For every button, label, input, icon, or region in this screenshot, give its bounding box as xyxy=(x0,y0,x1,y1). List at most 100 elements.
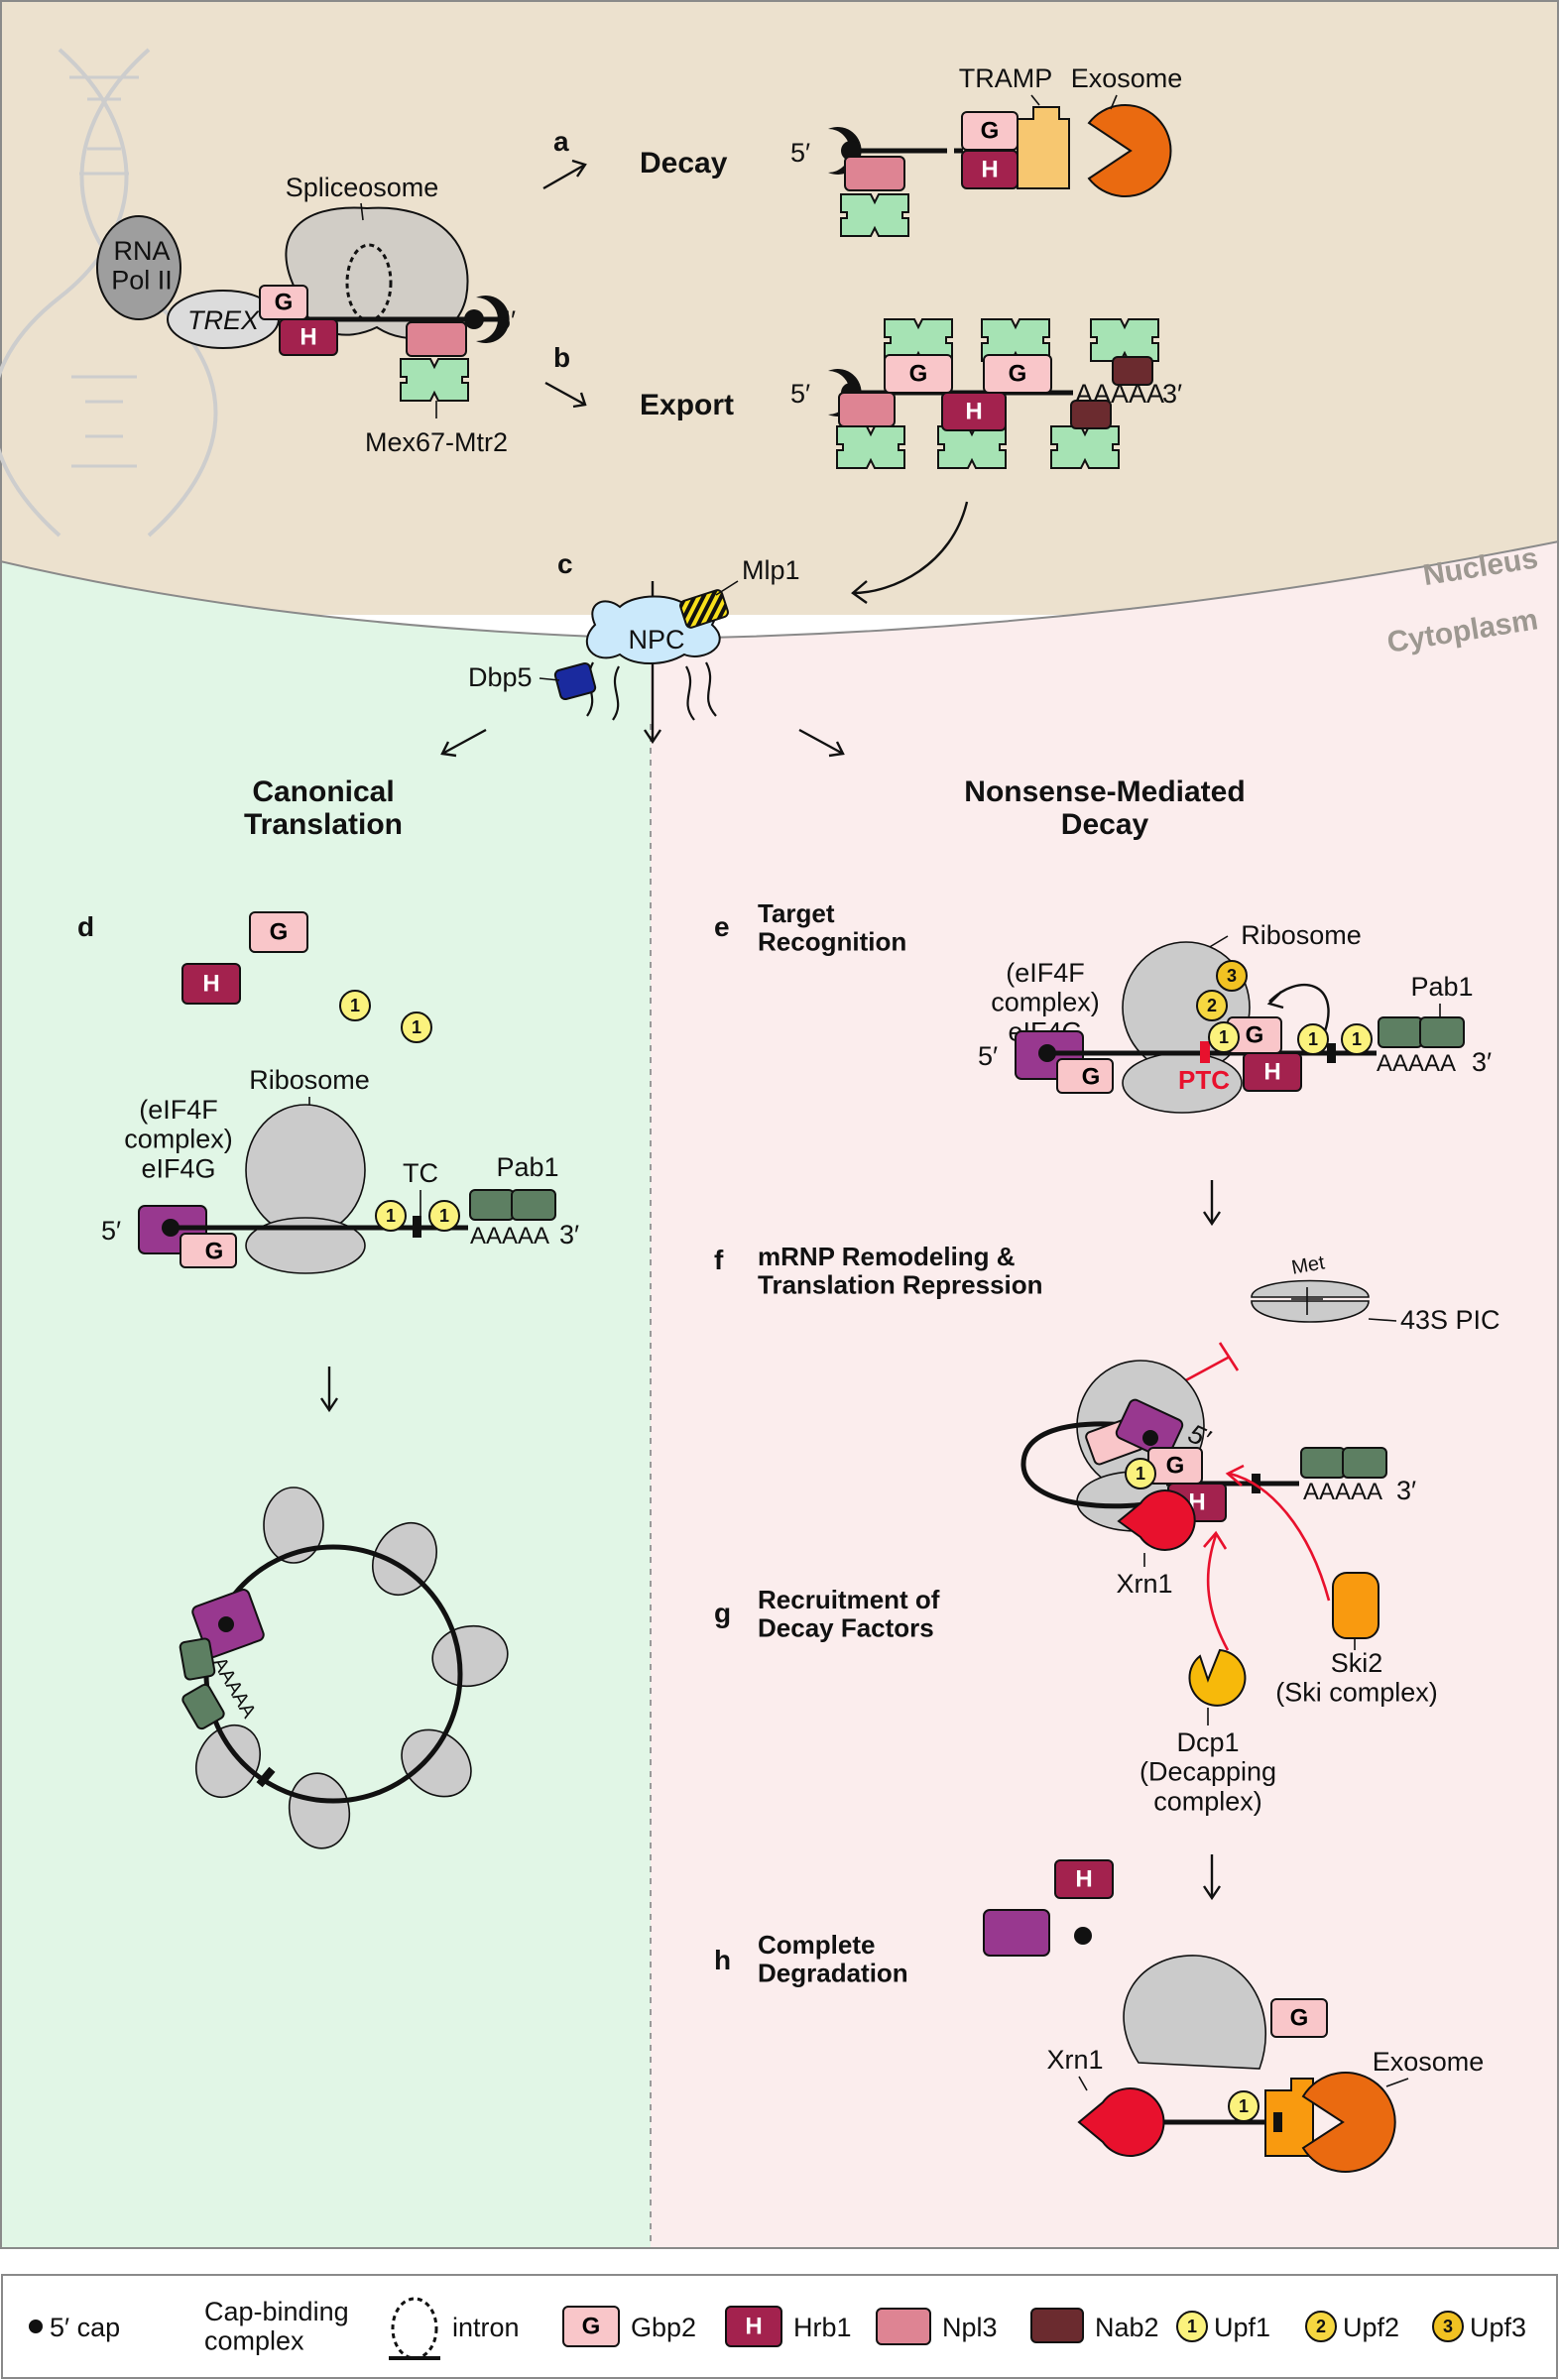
d-upf1-d: 1 xyxy=(439,1206,449,1226)
decay-gbp2: G xyxy=(981,118,1000,145)
trex-label: TREX xyxy=(187,305,260,335)
f-three-prime: 3′ xyxy=(1396,1476,1416,1505)
ski2-label: Ski2(Ski complex) xyxy=(1275,1648,1438,1708)
export-gbp2-b: G xyxy=(1009,361,1027,388)
h-ski-complex xyxy=(1264,2078,1314,2157)
exosome-label: Exosome xyxy=(1071,63,1183,93)
e-gbp2-bound: G xyxy=(1082,1064,1101,1091)
dcp1 xyxy=(1188,1648,1247,1707)
f-xrn1-label: Xrn1 xyxy=(1116,1569,1172,1599)
gbp2-glyph: G xyxy=(275,290,294,316)
export-title: Export xyxy=(640,389,734,421)
legend-upf1-glyph: 1 xyxy=(1187,2317,1197,2336)
h-ribosome xyxy=(1123,1955,1267,2070)
f-gbp2: G xyxy=(1166,1453,1185,1480)
43s-pic xyxy=(1251,1279,1370,1298)
legend-nab2: Nab2 xyxy=(1095,2313,1159,2342)
h-exosome xyxy=(1301,2072,1396,2173)
legend-upf3: Upf3 xyxy=(1470,2313,1526,2342)
decay-title: Decay xyxy=(640,147,728,179)
five-prime-label: 5′ xyxy=(496,305,516,335)
d-pab1-label: Pab1 xyxy=(496,1152,558,1182)
d-upf1-a: 1 xyxy=(350,996,360,1015)
dbp5 xyxy=(553,661,597,701)
label-g: g xyxy=(714,1598,731,1628)
mlp1 xyxy=(679,589,729,629)
label-b: b xyxy=(553,342,570,373)
legend-upf2: Upf2 xyxy=(1343,2313,1399,2342)
h-upf1: 1 xyxy=(1239,2096,1249,2116)
e-upf1-b: 1 xyxy=(1308,1029,1318,1049)
e-upf1-c: 1 xyxy=(1352,1029,1362,1049)
d-hrb1: H xyxy=(202,971,219,998)
f-polya: AAAAA xyxy=(1303,1479,1382,1505)
d-gbp2-bound: G xyxy=(205,1239,224,1265)
export-hrb1: H xyxy=(965,399,982,425)
d-ribosome-small xyxy=(245,1217,366,1274)
f-upf1: 1 xyxy=(1136,1464,1145,1484)
spliceosome-label: Spliceosome xyxy=(286,173,439,202)
e-polya: AAAAA xyxy=(1377,1050,1456,1077)
d-three-prime: 3′ xyxy=(559,1220,579,1250)
export-gbp2-a: G xyxy=(909,361,928,388)
e-upf2: 2 xyxy=(1207,996,1217,1015)
legend-gbp2: Gbp2 xyxy=(631,2313,696,2342)
d-gbp2: G xyxy=(270,919,289,946)
label-a: a xyxy=(553,126,569,157)
legend-hrb1-glyph: H xyxy=(745,2314,762,2340)
h-gbp2: G xyxy=(1290,2005,1309,2032)
legend-npl3: Npl3 xyxy=(942,2313,998,2342)
label-e: e xyxy=(714,911,730,942)
h-xrn1-label: Xrn1 xyxy=(1046,2045,1103,2075)
five-prime-cap xyxy=(464,309,484,329)
label-c: c xyxy=(557,548,573,579)
e-upf3: 3 xyxy=(1227,966,1237,986)
e-ribosome-label: Ribosome xyxy=(1241,920,1362,950)
legend-upf2-glyph: 2 xyxy=(1316,2317,1326,2336)
d-five-prime: 5′ xyxy=(101,1216,121,1246)
hrb1-glyph: H xyxy=(300,324,316,351)
legend-hrb1: Hrb1 xyxy=(793,2313,852,2342)
npc-label: NPC xyxy=(628,625,684,654)
h-xrn1 xyxy=(1077,2087,1165,2157)
mex67-mtr2-label: Mex67-Mtr2 xyxy=(365,427,508,457)
polysome: AAAAA xyxy=(179,1487,509,1849)
spliceosome xyxy=(285,206,469,340)
dbp5-label: Dbp5 xyxy=(468,662,533,692)
decay-hrb1: H xyxy=(981,157,998,183)
label-f: f xyxy=(714,1245,724,1275)
f-title: mRNP Remodeling &Translation Repression xyxy=(758,1242,1043,1300)
d-polya: AAAAA xyxy=(470,1223,549,1250)
e-three-prime: 3′ xyxy=(1472,1047,1492,1077)
decay-five-prime: 5′ xyxy=(790,138,810,168)
label-h: h xyxy=(714,1945,731,1975)
mlp1-label: Mlp1 xyxy=(742,555,800,585)
cap-binding-complex xyxy=(476,296,510,343)
d-upf1-c: 1 xyxy=(386,1206,396,1226)
figure-frame xyxy=(0,0,1559,2249)
export-five-prime: 5′ xyxy=(790,379,810,409)
f-xrn1 xyxy=(1117,1489,1196,1551)
pic-label: 43S PIC xyxy=(1400,1305,1500,1335)
h-hrb1: H xyxy=(1075,1866,1092,1893)
legend-upf3-glyph: 3 xyxy=(1443,2317,1453,2336)
legend-upf1: Upf1 xyxy=(1214,2313,1270,2342)
tramp-label: TRAMP xyxy=(959,63,1053,93)
ptc-label: PTC xyxy=(1178,1065,1230,1095)
e-five-prime: 5′ xyxy=(978,1041,998,1071)
e-pab1-label: Pab1 xyxy=(1410,972,1473,1002)
decay-exosome xyxy=(1087,104,1172,197)
d-tc-label: TC xyxy=(403,1158,438,1188)
tramp-complex xyxy=(1017,106,1070,189)
legend-gbp2-glyph: G xyxy=(582,2314,601,2340)
